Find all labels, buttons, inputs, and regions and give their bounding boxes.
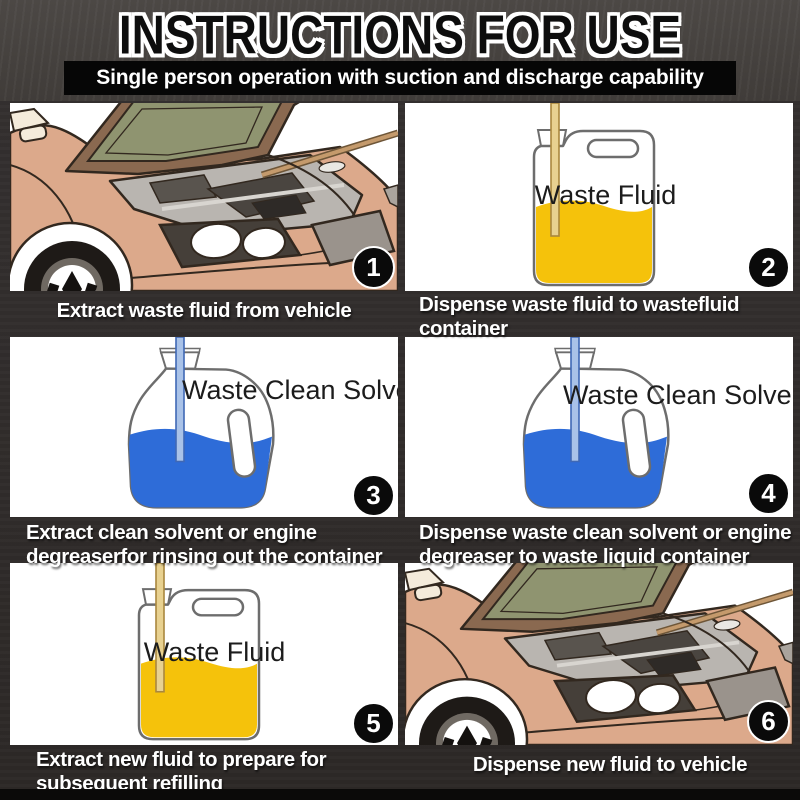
step-number: 6 — [761, 706, 776, 736]
step-1-panel: 1 — [10, 103, 398, 291]
step-number: 1 — [366, 252, 381, 282]
container-label: Waste Fluid — [143, 637, 286, 667]
caption-line: Extract clean solvent or engine — [26, 521, 317, 544]
subtitle-text: Single person operation with suction and… — [96, 66, 704, 89]
caption-line: Extract new fluid to prepare for — [36, 748, 327, 771]
caption-line: Dispense waste fluid to wastefluid — [419, 293, 740, 316]
step-number: 2 — [761, 252, 776, 282]
step-number-badge: 4 — [747, 472, 790, 515]
step-2-caption: Dispense waste fluid to wastefluid conta… — [419, 293, 795, 341]
caption-line: container — [419, 317, 508, 340]
container-label: Waste Fluid — [534, 180, 677, 210]
step-number-badge: 3 — [352, 474, 395, 517]
step-3-caption: Extract clean solvent or engine degrease… — [26, 521, 398, 569]
caption-line: Extract waste fluid from vehicle — [56, 299, 352, 322]
step-1-caption: Extract waste fluid from vehicle — [10, 299, 398, 323]
caption-line: degreaser to waste liquid container — [419, 545, 750, 568]
car-engine-bay-illustration — [405, 563, 793, 745]
step-number: 5 — [366, 708, 381, 738]
container-label: Waste Clean Solvent — [563, 380, 793, 410]
container-label: Waste Clean Solvent — [182, 375, 398, 405]
subtitle-bar: Single person operation with suction and… — [64, 61, 736, 95]
step-number: 3 — [366, 480, 381, 510]
step-6-panel: 6 — [405, 563, 793, 745]
car-engine-bay-illustration — [10, 103, 398, 291]
step-number: 4 — [761, 478, 776, 508]
step-2-panel: Waste Fluid 2 — [405, 103, 793, 291]
clean-solvent-jug-illustration — [405, 337, 793, 517]
step-3-panel: Waste Clean Solvent 3 — [10, 337, 398, 517]
step-number-badge: 1 — [352, 246, 395, 289]
page-title: INSTRUCTIONS FOR USE — [118, 4, 682, 66]
bottom-strip — [0, 789, 800, 800]
step-number-badge: 2 — [747, 246, 790, 289]
step-number-badge: 6 — [747, 700, 790, 743]
step-4-panel: Waste Clean Solvent 4 — [405, 337, 793, 517]
caption-line: degreaserfor rinsing out the container — [26, 545, 383, 568]
caption-line: Dispense new fluid to vehicle — [472, 753, 748, 776]
clean-solvent-jug-illustration — [10, 337, 398, 517]
step-5-panel: Waste Fluid 5 — [10, 563, 398, 745]
step-4-caption: Dispense waste clean solvent or engine d… — [419, 521, 795, 569]
step-6-caption: Dispense new fluid to vehicle — [425, 753, 795, 777]
step-number-badge: 5 — [352, 702, 395, 745]
caption-line: Dispense waste clean solvent or engine — [419, 521, 792, 544]
